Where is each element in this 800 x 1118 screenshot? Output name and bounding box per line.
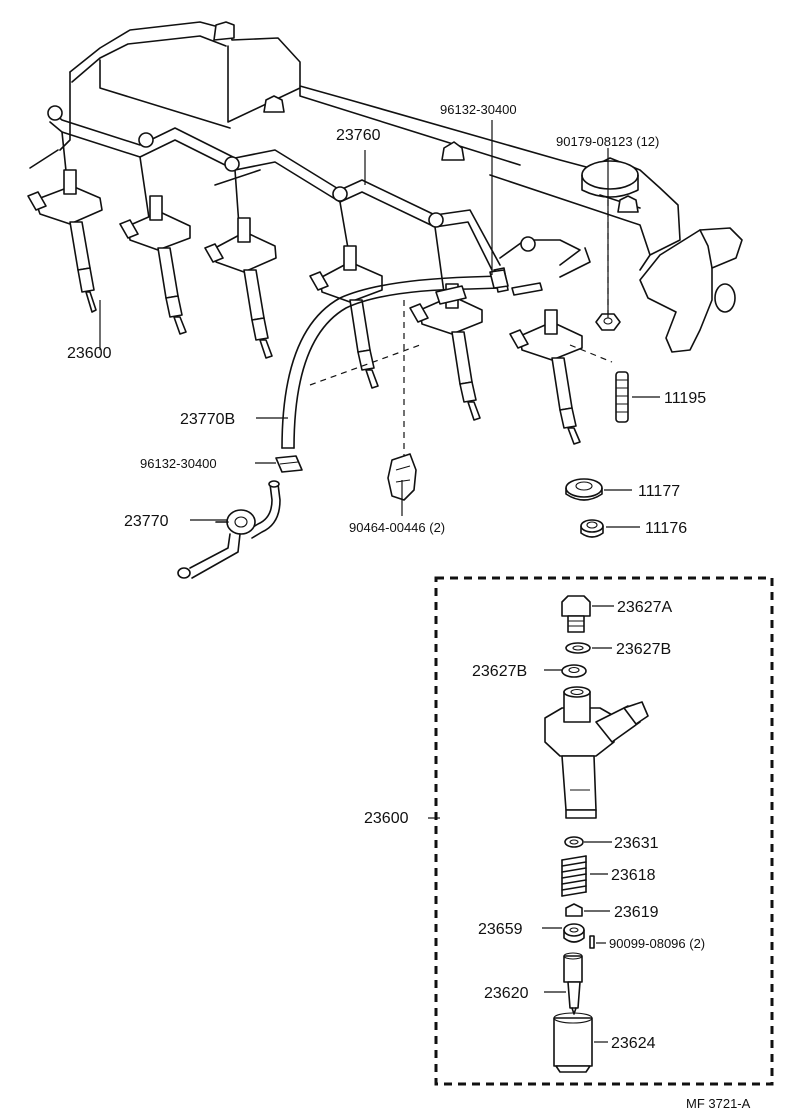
hose-clamp-96132-bottom bbox=[275, 455, 303, 473]
leader-lines bbox=[99, 120, 660, 1043]
label-23770: 23770 bbox=[124, 513, 169, 530]
fuel-injector-1 bbox=[27, 169, 103, 313]
label-23659: 23659 bbox=[478, 921, 523, 938]
washer-23631 bbox=[564, 836, 584, 848]
spring-seat-23619 bbox=[565, 903, 583, 917]
injection-pipe-23760 bbox=[47, 105, 591, 301]
label-23760: 23760 bbox=[336, 127, 381, 144]
label-23620: 23620 bbox=[484, 985, 529, 1002]
retaining-nut-23624 bbox=[553, 1012, 593, 1073]
label-11177: 11177 bbox=[638, 483, 680, 500]
hose-clamp-96132-top bbox=[489, 269, 509, 289]
nut-90179-08123 bbox=[595, 313, 621, 331]
fuel-injector-5 bbox=[409, 283, 483, 421]
fuel-injector-2 bbox=[119, 195, 191, 335]
label-90464-00446: 90464-00446 (2) bbox=[349, 520, 445, 535]
label-23627b-right: 23627B bbox=[616, 641, 671, 658]
fuel-injector-6 bbox=[509, 309, 583, 445]
cylinder-head-cover-illustration bbox=[29, 21, 743, 353]
pin-90099-08096 bbox=[589, 935, 595, 949]
leakage-pipe-23770b bbox=[281, 267, 509, 449]
label-23770b: 23770B bbox=[180, 411, 235, 428]
fuel-injector-4 bbox=[309, 245, 383, 389]
spring-23618 bbox=[561, 855, 587, 897]
nozzle-holder-body-23600 bbox=[544, 686, 649, 819]
label-23627b-left: 23627B bbox=[472, 663, 527, 680]
washer-11177 bbox=[565, 478, 603, 501]
label-23600-detail: 23600 bbox=[364, 810, 409, 827]
nozzle-holder-detail bbox=[544, 595, 649, 1073]
union-bolt-23627a bbox=[561, 595, 591, 633]
label-90179-08123: 90179-08123 (12) bbox=[556, 134, 659, 149]
part-labels: 23600 23760 96132-30400 90179-08123 (12)… bbox=[67, 102, 751, 1111]
pipe-clamp-90464 bbox=[387, 453, 417, 501]
nozzle-23620 bbox=[563, 952, 583, 1015]
label-23600-top: 23600 bbox=[67, 345, 112, 362]
reference-code: MF 3721-A bbox=[686, 1096, 751, 1111]
distance-piece-23659 bbox=[563, 923, 585, 943]
label-11195: 11195 bbox=[664, 390, 706, 407]
gasket-23627b-upper bbox=[565, 642, 591, 654]
label-90099-08096: 90099-08096 (2) bbox=[609, 936, 705, 951]
label-23624: 23624 bbox=[611, 1035, 656, 1052]
label-23618: 23618 bbox=[611, 867, 656, 884]
overflow-pipe-23770 bbox=[177, 480, 281, 579]
label-11176: 11176 bbox=[645, 520, 687, 537]
label-23631: 23631 bbox=[614, 835, 659, 852]
washer-11176 bbox=[580, 519, 604, 538]
detail-frame bbox=[434, 576, 774, 1086]
label-23627a: 23627A bbox=[617, 599, 672, 616]
label-96132-30400-top: 96132-30400 bbox=[440, 102, 517, 117]
label-23619: 23619 bbox=[614, 904, 659, 921]
gasket-23627b-lower bbox=[561, 664, 587, 678]
stud-bolt-11195 bbox=[615, 371, 629, 423]
fuel-injector-3 bbox=[204, 217, 277, 359]
label-96132-30400-bottom: 96132-30400 bbox=[140, 456, 217, 471]
